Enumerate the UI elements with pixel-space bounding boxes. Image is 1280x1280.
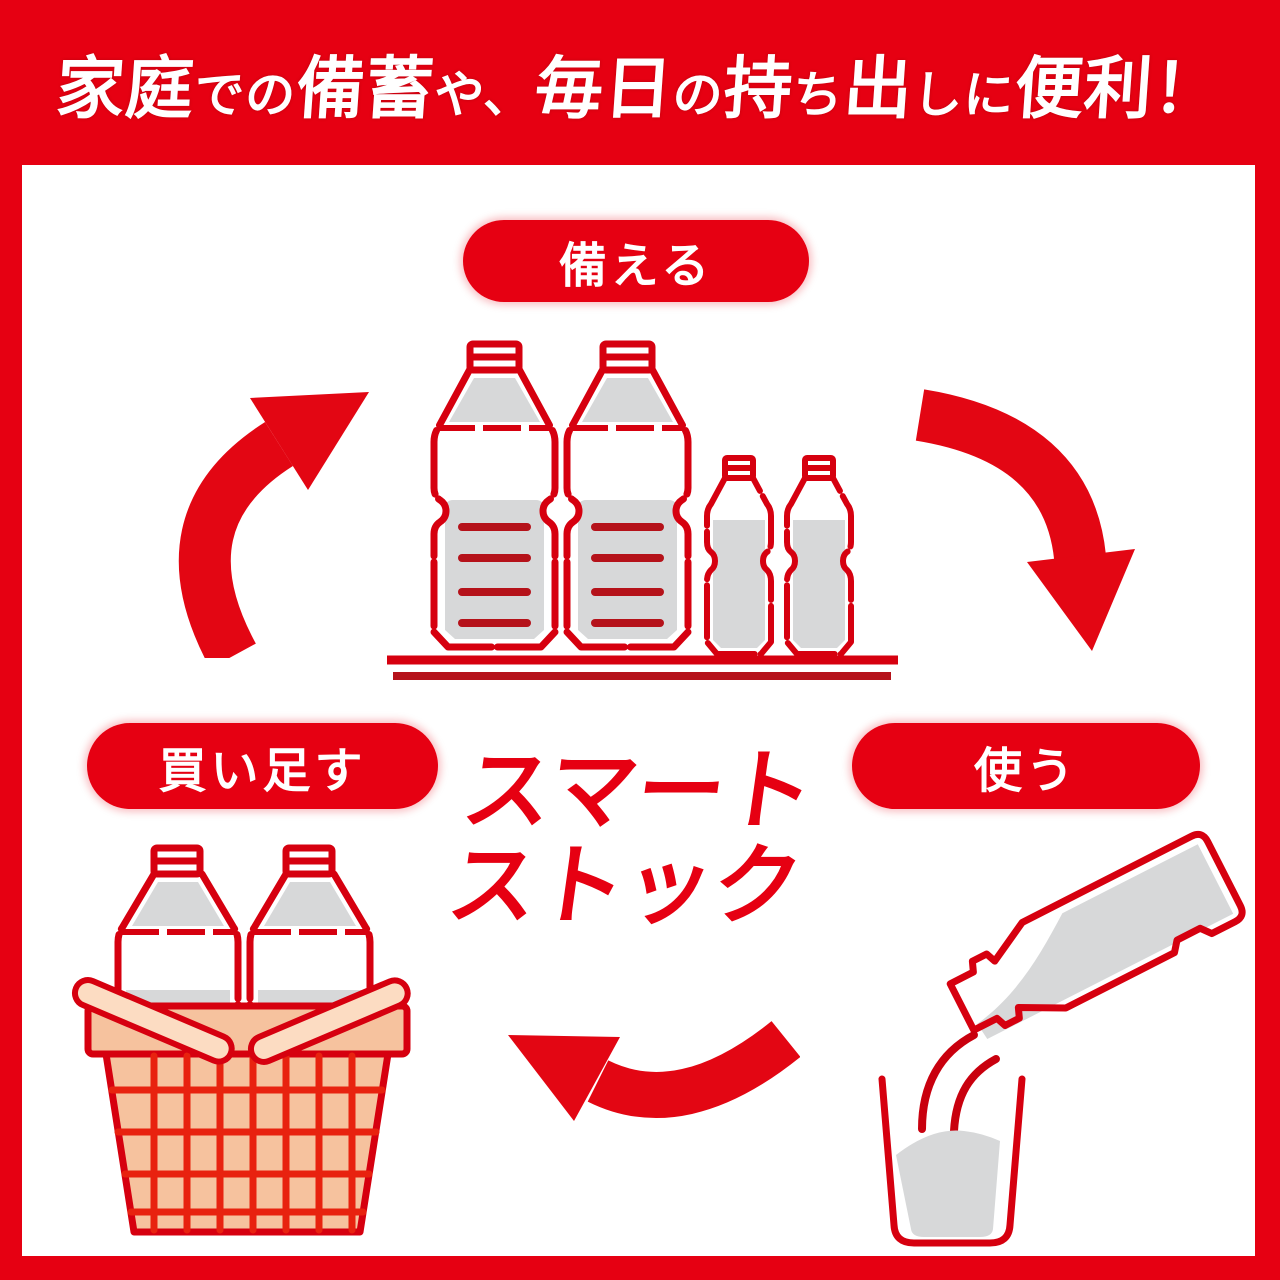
center-title-line1: スマート: [456, 739, 821, 842]
banner-segment: 持: [721, 50, 797, 129]
banner-segment: に: [961, 66, 1017, 124]
content-panel: 備える 買い足す 使う スマート ストック: [22, 165, 1255, 1256]
use-stage-label: 使う: [973, 743, 1078, 799]
restock-stage-pill: 買い足す: [87, 723, 438, 809]
glass: [878, 1075, 1026, 1247]
prepare-stage-label: 備える: [558, 238, 714, 294]
banner-segment: や、: [432, 66, 537, 124]
banner-title: 家庭での備蓄や、毎日の持ち出しに便利！: [54, 33, 1227, 132]
basket-grid: [108, 1052, 386, 1234]
banner-segment: 毎日: [532, 50, 677, 129]
banner-segment: し: [910, 66, 966, 124]
restock-stage-label: 買い足す: [158, 743, 367, 799]
banner-segment: ち: [790, 66, 846, 124]
shopping-basket-icon: [71, 840, 411, 1236]
banner-segment: での: [192, 66, 299, 124]
center-title: スマート ストック: [409, 739, 856, 937]
banner-segment: 出: [841, 50, 917, 129]
tilted-bottle: [946, 830, 1246, 1040]
banner-segment: の: [670, 66, 726, 124]
header-banner: 家庭での備蓄や、毎日の持ち出しに便利！: [0, 0, 1280, 165]
water-stream: [950, 1055, 1000, 1135]
water-stream: [918, 1031, 978, 1133]
center-title-line2: ストック: [442, 834, 809, 937]
stocked-bottles-icon: [387, 340, 898, 680]
prepare-stage-pill: 備える: [463, 220, 809, 302]
use-stage-pill: 使う: [852, 723, 1200, 809]
basket-handle: [247, 977, 411, 1065]
basket-handle: [71, 977, 235, 1065]
cycle-arrow-prepare-to-use-icon: [915, 389, 1135, 651]
banner-segment: 便利！: [1012, 50, 1226, 129]
banner-segment: 備蓄: [293, 50, 438, 129]
banner-segment: 家庭: [53, 50, 198, 129]
pouring-bottle-icon: [878, 830, 1246, 1247]
cycle-arrow-use-to-restock-icon: [508, 1020, 800, 1121]
cycle-arrow-restock-to-prepare-icon: [178, 392, 369, 658]
